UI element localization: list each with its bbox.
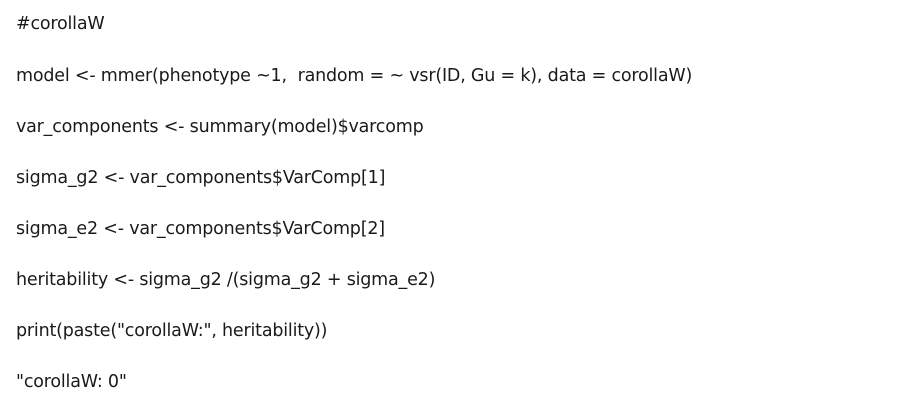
code-line-comment: #corollaW	[16, 14, 105, 34]
code-line-output: "corollaW: 0"	[16, 372, 127, 392]
code-line-var-components: var_components <- summary(model)$varcomp	[16, 117, 424, 137]
code-line-print: print(paste("corollaW:", heritability))	[16, 321, 328, 341]
code-line-sigma-g2: sigma_g2 <- var_components$VarComp[1]	[16, 168, 386, 188]
code-line-heritability: heritability <- sigma_g2 /(sigma_g2 + si…	[16, 270, 436, 290]
code-line-model: model <- mmer(phenotype ~1, random = ~ v…	[16, 66, 693, 86]
code-line-sigma-e2: sigma_e2 <- var_components$VarComp[2]	[16, 219, 385, 239]
